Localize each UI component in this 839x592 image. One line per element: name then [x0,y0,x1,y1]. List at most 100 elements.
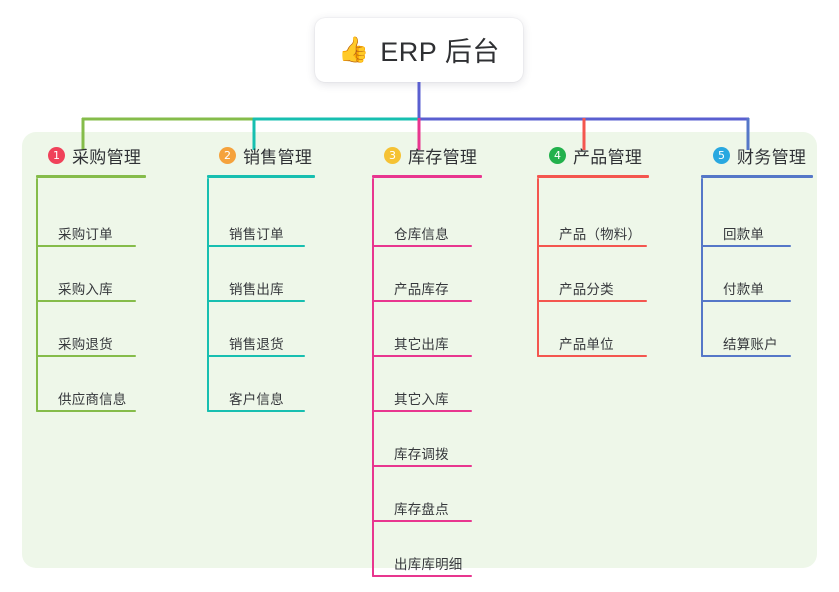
leaf-node-underline [701,300,791,302]
branch-title: 产品管理 [573,147,643,167]
leaf-node[interactable]: 采购订单 [36,207,136,247]
branch-items-purchasing: 采购订单采购入库采购退货供应商信息 [36,178,191,427]
branch-title: 库存管理 [408,147,478,167]
root-node-card[interactable]: 👍 ERP 后台 [315,18,523,82]
leaf-node[interactable]: 其它出库 [372,317,472,357]
thumbs-up-icon: 👍 [338,35,370,64]
branch-column-inventory: 3 库存管理 仓库信息产品库存其它出库其它入库库存调拨库存盘点出库库明细 [372,142,527,592]
branch-trunk-line [537,178,539,357]
branch-trunk-line [207,178,209,412]
leaf-node[interactable]: 采购入库 [36,262,136,302]
leaf-node[interactable]: 库存盘点 [372,482,472,522]
leaf-node-label: 销售出库 [229,282,284,297]
leaf-node-label: 产品库存 [394,282,449,297]
leaf-node-underline [207,410,305,412]
leaf-node-underline [36,245,136,247]
leaf-node[interactable]: 销售出库 [207,262,305,302]
leaf-node[interactable]: 产品单位 [537,317,647,357]
leaf-node-underline [207,355,305,357]
leaf-node-underline [207,245,305,247]
branch-index-badge: 3 [384,146,401,164]
branch-underline [372,175,482,178]
leaf-node[interactable]: 结算账户 [701,317,791,357]
leaf-node[interactable]: 产品（物料） [537,207,647,247]
leaf-node-label: 客户信息 [229,392,284,407]
branch-index-badge: 4 [549,146,566,164]
diagram-background-panel [22,132,817,568]
branch-items-sales: 销售订单销售出库销售退货客户信息 [207,178,362,427]
leaf-node-label: 付款单 [723,282,765,297]
leaf-node-label: 采购订单 [58,227,113,242]
root-node-content: 👍 ERP 后台 [338,30,500,69]
leaf-node-underline [537,300,647,302]
branch-title: 财务管理 [737,147,807,167]
branch-header-inventory[interactable]: 3 库存管理 [372,142,527,168]
leaf-node-label: 产品单位 [559,337,614,352]
leaf-node-underline [36,355,136,357]
leaf-node[interactable]: 仓库信息 [372,207,472,247]
branch-column-sales: 2 销售管理 销售订单销售出库销售退货客户信息 [207,142,362,427]
branch-header-sales[interactable]: 2 销售管理 [207,142,362,168]
leaf-node-underline [372,465,472,467]
leaf-node-label: 库存盘点 [394,502,449,517]
leaf-node-underline [372,300,472,302]
leaf-node[interactable]: 产品库存 [372,262,472,302]
branch-index-badge: 5 [713,146,730,164]
branch-underline [36,175,146,178]
leaf-node-label: 出库库明细 [394,557,463,572]
leaf-node[interactable]: 销售订单 [207,207,305,247]
leaf-node-underline [372,410,472,412]
leaf-node[interactable]: 采购退货 [36,317,136,357]
leaf-node-underline [36,300,136,302]
leaf-node-underline [537,245,647,247]
leaf-node-underline [372,575,472,577]
branch-header-finance[interactable]: 5 财务管理 [701,142,817,168]
branch-items-product: 产品（物料） 产品分类产品单位 [537,178,702,372]
branch-items-finance: 回款单付款单结算账户 [701,178,817,372]
leaf-node-underline [701,355,791,357]
leaf-node[interactable]: 产品分类 [537,262,647,302]
root-node-title: ERP 后台 [380,36,500,67]
leaf-node-underline [372,245,472,247]
branch-underline [207,175,315,178]
leaf-node-underline [372,355,472,357]
leaf-node-label: 库存调拨 [394,447,449,462]
leaf-node[interactable]: 出库库明细 [372,537,472,577]
leaf-node[interactable]: 供应商信息 [36,372,136,412]
branch-trunk-line [372,178,374,577]
leaf-node[interactable]: 回款单 [701,207,791,247]
leaf-node-underline [701,245,791,247]
branch-underline [701,175,813,178]
leaf-node-label: 回款单 [723,227,765,242]
leaf-node[interactable]: 客户信息 [207,372,305,412]
branch-trunk-line [701,178,703,357]
leaf-node-label: 供应商信息 [58,392,127,407]
branch-header-product[interactable]: 4 产品管理 [537,142,702,168]
leaf-node-label: 产品分类 [559,282,614,297]
branch-index-badge: 2 [219,146,236,164]
leaf-node-label: 采购入库 [58,282,113,297]
leaf-node[interactable]: 销售退货 [207,317,305,357]
leaf-node[interactable]: 付款单 [701,262,791,302]
leaf-node[interactable]: 库存调拨 [372,427,472,467]
leaf-node[interactable]: 其它入库 [372,372,472,412]
branch-header-purchasing[interactable]: 1 采购管理 [36,142,191,168]
branch-column-finance: 5 财务管理 回款单付款单结算账户 [701,142,817,372]
branch-column-product: 4 产品管理 产品（物料） 产品分类产品单位 [537,142,702,372]
branch-column-purchasing: 1 采购管理 采购订单采购入库采购退货供应商信息 [36,142,191,427]
branch-title: 销售管理 [243,147,313,167]
leaf-node-label: 结算账户 [723,337,778,352]
leaf-node-label: 销售退货 [229,337,284,352]
branch-index-badge: 1 [48,146,65,164]
leaf-node-underline [537,355,647,357]
leaf-node-label: 仓库信息 [394,227,449,242]
leaf-node-underline [372,520,472,522]
leaf-node-label: 其它出库 [394,337,449,352]
branch-trunk-line [36,178,38,412]
leaf-node-label: 产品（物料） [559,227,642,242]
branch-title: 采购管理 [72,147,142,167]
branch-underline [537,175,649,178]
leaf-node-label: 其它入库 [394,392,449,407]
leaf-node-label: 采购退货 [58,337,113,352]
